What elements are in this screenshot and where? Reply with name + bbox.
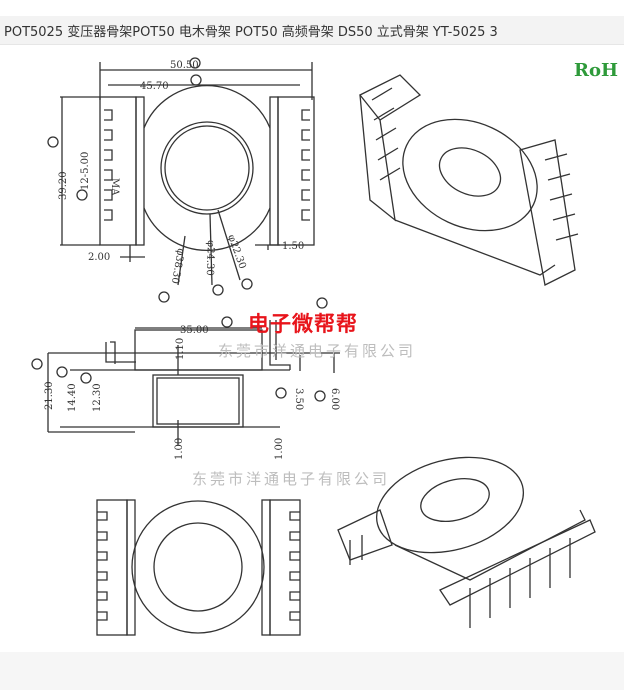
isometric-view-drawing (358, 74, 579, 286)
dim-label: 3.50 (293, 388, 304, 410)
side-view-drawing (31, 297, 340, 445)
dim-label: 14.40 (67, 383, 78, 412)
isometric-view-bottom-drawing (337, 456, 596, 628)
dim-label: 1.50 (282, 241, 304, 252)
dim-label: φ24.30 (204, 240, 216, 276)
dim-label: 39.20 (58, 171, 69, 200)
rohs-logo: RoH (574, 60, 618, 81)
watermark: 东莞市洋通电子有限公司 (192, 470, 391, 488)
dim-label: 50.50 (170, 60, 199, 71)
dim-label: 1.00 (274, 438, 285, 460)
page-title: POT5025 变压器骨架POT50 电木骨架 POT50 高频骨架 DS50 … (4, 25, 498, 40)
dim-label: φ38.30 (169, 247, 186, 284)
dim-label: 45.70 (140, 81, 169, 92)
brand-overlay: 电子微帮帮 (248, 312, 358, 336)
dim-label: 12.30 (92, 383, 103, 412)
watermark: 东莞市洋通电子有限公司 (218, 342, 417, 360)
dim-label: 21.30 (44, 381, 55, 410)
dim-label: 2.00 (88, 252, 110, 263)
top-view-drawing (47, 57, 315, 303)
dim-label: 12-5.00 (80, 152, 91, 190)
bottom-view-drawing (96, 499, 301, 636)
dim-label: 1.00 (174, 438, 185, 460)
dim-label: MA (109, 178, 120, 196)
footer-bar (0, 652, 624, 690)
dim-label: 35.00 (180, 325, 209, 336)
title-bar: POT5025 变压器骨架POT50 电木骨架 POT50 高频骨架 DS50 … (0, 16, 624, 45)
dim-label: 1.10 (175, 338, 186, 360)
dim-label: 6.00 (329, 388, 340, 410)
